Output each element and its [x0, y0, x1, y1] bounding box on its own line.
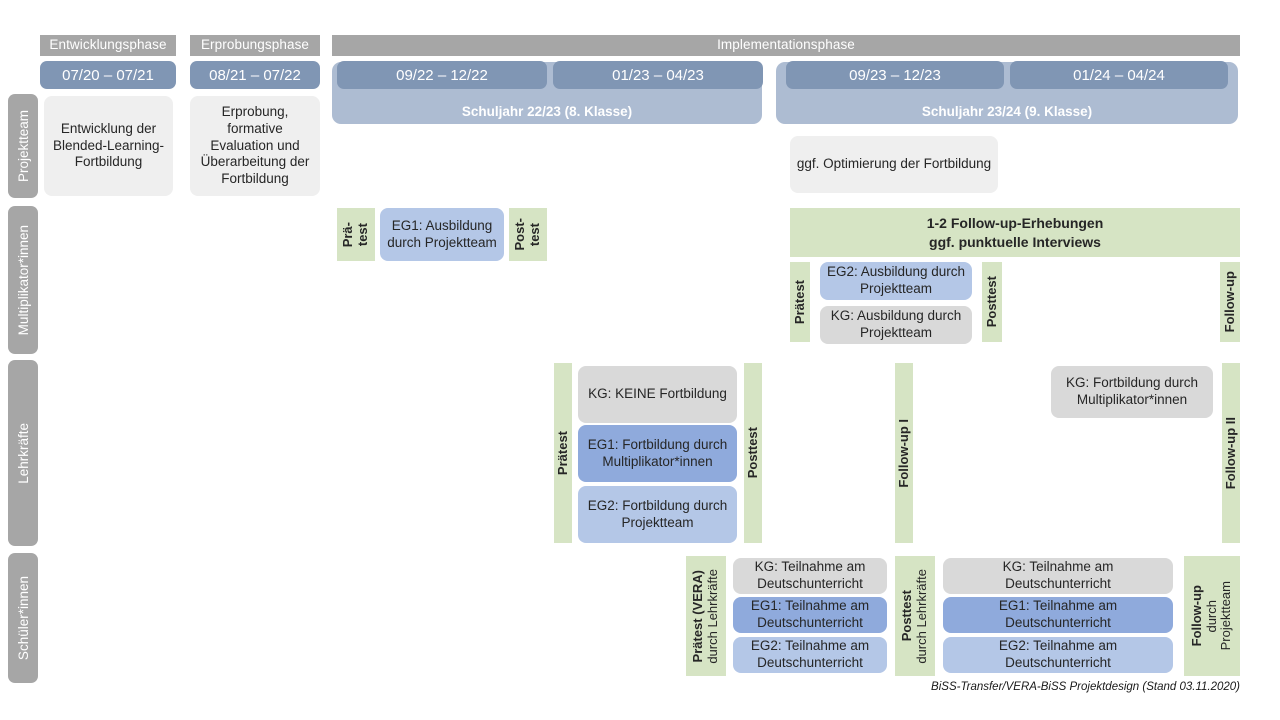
actor-text-multiplikatorinnen: Multiplikator*innen — [15, 224, 31, 336]
green-bar-praetest-schueler: Prätest (VERA) durch Lehrkräfte — [686, 556, 726, 676]
box-schueler-left-eg1: EG1: Teilnahme am Deutschunterricht — [733, 597, 887, 633]
actor-label-projektteam: Projektteam — [8, 94, 38, 198]
phase-bar-erprobungsphase: Erprobungsphase — [190, 35, 320, 56]
praetest-lehrkraefte-label: Prätest — [554, 430, 570, 476]
footer-credit: BiSS-Transfer/VERA-BiSS Projektdesign (S… — [931, 681, 1240, 693]
posttest-lehrkraefte-label: Posttest — [744, 427, 760, 479]
praetest-line2: test — [355, 222, 370, 247]
period-pill-0922-1222: 09/22 – 12/22 — [337, 61, 547, 89]
box-schueler-right-eg1: EG1: Teilnahme am Deutschunterricht — [943, 597, 1173, 633]
period-pill-0720-0721: 07/20 – 07/21 — [40, 61, 176, 89]
banner-line-2: ggf. punktuelle Interviews — [929, 233, 1101, 250]
actor-label-multiplikatorinnen: Multiplikator*innen — [8, 206, 38, 354]
box-eg2-fortbildung-projektteam: EG2: Fortbildung durch Projektteam — [578, 486, 737, 543]
praetest-vera-bold: Prätest (VERA) — [690, 569, 706, 663]
green-bar-posttest-schueler: Posttest durch Lehrkräfte — [895, 556, 935, 676]
followup-2-label: Follow-up II — [1222, 416, 1238, 490]
posttest-2-label: Posttest — [983, 276, 999, 328]
box-erprobung-evaluation: Erprobung, formative Evaluation und Über… — [190, 96, 320, 196]
box-kg-ausbildung-projektteam: KG: Ausbildung durch Projektteam — [820, 306, 972, 344]
posttest-line2: test — [527, 222, 542, 247]
green-bar-followup-1-lehrkraefte: Follow-up I — [895, 363, 913, 543]
green-bar-posttest-multiplikatoren-2: Posttest — [982, 262, 1002, 342]
box-schueler-right-kg: KG: Teilnahme am Deutschunterricht — [943, 558, 1173, 594]
green-bar-posttest-lehrkraefte: Posttest — [744, 363, 762, 543]
praetest-line1: Prä- — [340, 221, 356, 248]
period-pill-0123-0423: 01/23 – 04/23 — [553, 61, 763, 89]
actor-label-lehrkraefte: Lehrkräfte — [8, 360, 38, 546]
box-eg1-ausbildung-projektteam: EG1: Ausbildung durch Projektteam — [380, 208, 504, 261]
box-schueler-right-eg2: EG2: Teilnahme am Deutschunterricht — [943, 637, 1173, 673]
actor-text-projektteam: Projektteam — [15, 109, 31, 183]
praetest-vera-sub: durch Lehrkräfte — [705, 568, 720, 664]
praetest-2-label: Prätest — [791, 279, 807, 325]
phase-bar-entwicklungsphase: Entwicklungsphase — [40, 35, 176, 56]
actor-text-lehrkraefte: Lehrkräfte — [15, 422, 31, 484]
box-entwicklung-fortbildung: Entwicklung der Blended-Learning-Fortbil… — [44, 96, 173, 196]
box-kg-fortbildung-multiplikatoren: KG: Fortbildung durch Multiplikator*inne… — [1051, 366, 1213, 418]
actor-text-schuelerinnen: Schüler*innen — [15, 575, 31, 661]
green-bar-followup-schueler: Follow-up durch Projektteam — [1184, 556, 1240, 676]
phase-bar-implementationsphase: Implementationsphase — [332, 35, 1240, 56]
banner-line-1: 1-2 Follow-up-Erhebungen — [926, 215, 1104, 232]
green-bar-followup-2-lehrkraefte: Follow-up II — [1222, 363, 1240, 543]
box-schueler-left-eg2: EG2: Teilnahme am Deutschunterricht — [733, 637, 887, 673]
box-schueler-left-kg: KG: Teilnahme am Deutschunterricht — [733, 558, 887, 594]
green-bar-praetest-multiplikatoren-2: Prätest — [790, 262, 810, 342]
followup-schueler-bold: Follow-up — [1188, 585, 1204, 647]
actor-label-schuelerinnen: Schüler*innen — [8, 553, 38, 683]
followup-multiplikatoren-label: Follow-up — [1221, 271, 1237, 333]
period-pill-0124-0424: 01/24 – 04/24 — [1010, 61, 1228, 89]
box-eg1-fortbildung-multiplikatoren: EG1: Fortbildung durch Multiplikator*inn… — [578, 425, 737, 482]
period-pill-0923-1223: 09/23 – 12/23 — [786, 61, 1004, 89]
posttest-schueler-sub: durch Lehrkräfte — [914, 568, 929, 664]
followup-schueler-sub2: Projektteam — [1218, 581, 1234, 651]
period-pill-0821-0722: 08/21 – 07/22 — [190, 61, 320, 89]
banner-followup-erhebungen: 1-2 Follow-up-Erhebungen ggf. punktuelle… — [790, 208, 1240, 257]
box-kg-keine-fortbildung: KG: KEINE Fortbildung — [578, 366, 737, 423]
green-bar-posttest-multiplikatoren: Post- test — [509, 208, 547, 261]
green-bar-followup-multiplikatoren: Follow-up — [1220, 262, 1240, 342]
posttest-line1: Post- — [512, 218, 528, 251]
box-optimierung-fortbildung: ggf. Optimierung der Fortbildung — [790, 136, 998, 193]
green-bar-praetest-lehrkraefte: Prätest — [554, 363, 572, 543]
followup-1-label: Follow-up I — [895, 418, 911, 488]
posttest-schueler-bold: Posttest — [899, 590, 915, 642]
box-eg2-ausbildung-projektteam: EG2: Ausbildung durch Projektteam — [820, 262, 972, 300]
green-bar-praetest-multiplikatoren: Prä- test — [337, 208, 375, 261]
